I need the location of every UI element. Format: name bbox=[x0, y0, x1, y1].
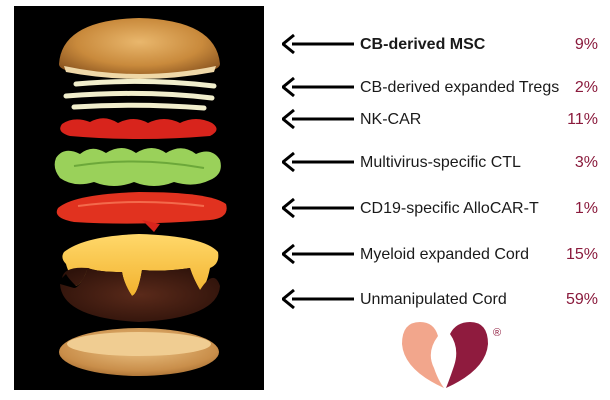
layer-label: CD19-specific AlloCAR-T bbox=[360, 200, 539, 217]
layer-label: NK-CAR bbox=[360, 111, 422, 128]
layer-label: CB-derived MSC bbox=[360, 36, 486, 53]
organization-logo bbox=[402, 322, 488, 388]
arrow-left-icon bbox=[282, 288, 354, 310]
layer-row: NK-CAR 11% bbox=[282, 107, 598, 137]
layer-percent: 9% bbox=[574, 36, 598, 53]
top-bun bbox=[58, 18, 221, 79]
layer-label: Myeloid expanded Cord bbox=[360, 246, 529, 263]
cheese-layer bbox=[62, 234, 219, 296]
lettuce-layer bbox=[54, 148, 221, 186]
layer-row: CB-derived expanded Tregs 2% bbox=[282, 75, 598, 105]
layer-percent: 3% bbox=[574, 154, 598, 171]
layer-percent: 2% bbox=[574, 79, 598, 96]
arrow-left-icon bbox=[282, 243, 354, 265]
ketchup-layer bbox=[60, 118, 217, 139]
layer-label: CB-derived expanded Tregs bbox=[360, 79, 560, 96]
arrow-left-icon bbox=[282, 76, 354, 98]
registered-trademark: ® bbox=[493, 327, 502, 339]
burger-image bbox=[14, 6, 264, 390]
layer-row: Multivirus-specific CTL 3% bbox=[282, 150, 598, 180]
onion-layer bbox=[63, 78, 217, 111]
layer-row: CD19-specific AlloCAR-T 1% bbox=[282, 196, 598, 226]
arrow-left-icon bbox=[282, 197, 354, 219]
layer-percent: 1% bbox=[574, 200, 598, 217]
bottom-bun bbox=[59, 328, 219, 376]
arrow-left-icon bbox=[282, 33, 354, 55]
tomato-layer bbox=[56, 192, 227, 232]
patty-layer bbox=[60, 267, 220, 322]
layer-row: Myeloid expanded Cord 15% bbox=[282, 242, 598, 272]
layer-label: Multivirus-specific CTL bbox=[360, 154, 521, 171]
layer-row: Unmanipulated Cord 59% bbox=[282, 287, 598, 317]
layer-row: CB-derived MSC 9% bbox=[282, 32, 598, 62]
layer-percent: 11% bbox=[567, 111, 598, 128]
layer-percent: 59% bbox=[565, 291, 598, 308]
layer-label: Unmanipulated Cord bbox=[360, 291, 507, 308]
arrow-left-icon bbox=[282, 108, 354, 130]
arrow-left-icon bbox=[282, 151, 354, 173]
layer-percent: 15% bbox=[565, 246, 598, 263]
